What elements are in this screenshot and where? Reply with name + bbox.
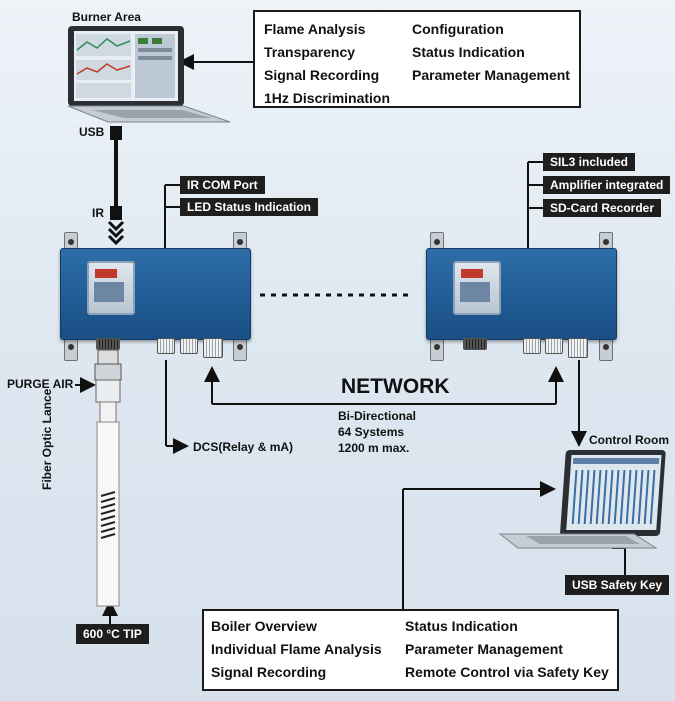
mount-bracket (233, 337, 247, 361)
control-room-label: Control Room (589, 433, 669, 447)
mount-bracket (599, 337, 613, 361)
tip-label: 600 °C TIP (76, 624, 149, 644)
purge-air-label: PURGE AIR (7, 377, 74, 391)
feature-item: Parameter Management (412, 67, 570, 83)
network-line: Bi-Directional (338, 409, 417, 423)
feature-item: Parameter Management (405, 641, 563, 657)
dcs-label: DCS(Relay & mA) (193, 440, 294, 454)
cable-gland (568, 338, 588, 358)
cable-gland (463, 338, 487, 350)
feature-item: Individual Flame Analysis (211, 641, 382, 657)
flame-scanner-device-right (426, 248, 617, 340)
tag-sil3: SIL3 included (543, 153, 636, 171)
feature-item: Status Indication (412, 44, 525, 60)
feature-item: 1Hz Discrimination (264, 90, 391, 106)
cable-gland (180, 338, 198, 354)
mount-bracket (430, 337, 444, 361)
network-details: Bi-Directional 64 Systems 1200 m max. (338, 408, 416, 456)
ir-label: IR (92, 206, 104, 220)
device-display (87, 261, 135, 315)
feature-item: Transparency (264, 44, 356, 60)
feature-item: Remote Control via Safety Key (405, 664, 609, 680)
feature-item: Configuration (412, 21, 504, 37)
burner-area-label: Burner Area (72, 10, 141, 24)
network-title: NETWORK (341, 375, 450, 398)
device-display (453, 261, 501, 315)
feature-item: Signal Recording (211, 664, 327, 680)
tag-sd-card: SD-Card Recorder (543, 199, 662, 217)
feature-item: Flame Analysis (264, 21, 366, 37)
usb-safety-key-label: USB Safety Key (565, 575, 670, 595)
feature-item: Boiler Overview (211, 618, 317, 634)
tag-ir-com-port: IR COM Port (180, 176, 265, 194)
mount-bracket (64, 337, 78, 361)
tag-led-status: LED Status Indication (180, 198, 319, 216)
cable-gland (545, 338, 563, 354)
cable-gland (203, 338, 223, 358)
tag-amplifier: Amplifier integrated (543, 176, 671, 194)
control-room-features-box: Boiler Overview Individual Flame Analysi… (202, 609, 619, 691)
usb-label: USB (79, 125, 105, 139)
fiber-optic-lance-label: Fiber Optic Lance (40, 388, 54, 490)
feature-item: Signal Recording (264, 67, 380, 83)
laptop-icon (498, 450, 666, 549)
fiber-optic-lance-icon (94, 349, 122, 607)
burner-features-box: Flame Analysis Transparency Signal Recor… (253, 10, 581, 108)
cable-gland (157, 338, 175, 354)
flame-scanner-device-left (60, 248, 251, 340)
feature-item: Status Indication (405, 618, 518, 634)
network-line: 1200 m max. (338, 441, 410, 455)
network-line: 64 Systems (338, 425, 405, 439)
laptop-icon (67, 26, 231, 123)
cable-gland (523, 338, 541, 354)
